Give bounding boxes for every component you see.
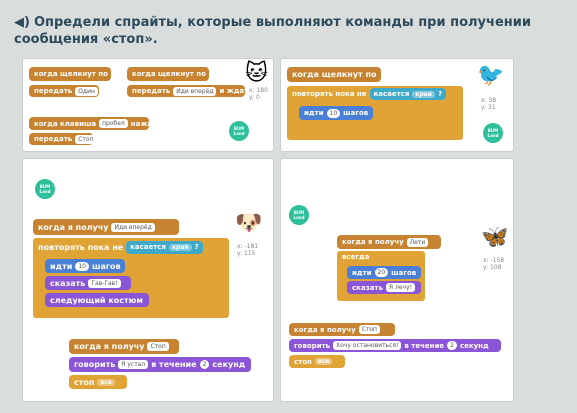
bumland-logo: BUM Land [483, 123, 503, 143]
hat-green-flag-2: когда щелкнут по [127, 67, 209, 81]
bumland-logo: BUM Land [229, 121, 249, 141]
panel-sprite-2: когда щелкнут по повторять пока не касае… [280, 58, 514, 152]
bird-sprite-icon: 🐦 [477, 63, 505, 88]
cat-sprite-icon: 🐱 [245, 61, 268, 86]
question-label: Определи спрайты, которые выполняют кома… [14, 15, 531, 47]
next-costume-block: следующий костюм [45, 293, 149, 307]
bumland-logo: BUM Land [35, 179, 55, 199]
dog-sprite-icon: 🐶 [235, 211, 263, 236]
butterfly-sprite-icon: 🦋 [481, 225, 509, 250]
bumland-logo: BUM Land [289, 205, 309, 225]
forever-header: всегда [337, 251, 425, 263]
speaker-icon[interactable]: ◀) [14, 15, 30, 30]
question-text: ◀)Определи спрайты, которые выполняют ко… [14, 14, 534, 48]
hat-green-flag-1: когда щелкнут по [29, 67, 111, 81]
hat-green-flag-3: когда щелкнут по [287, 67, 381, 82]
